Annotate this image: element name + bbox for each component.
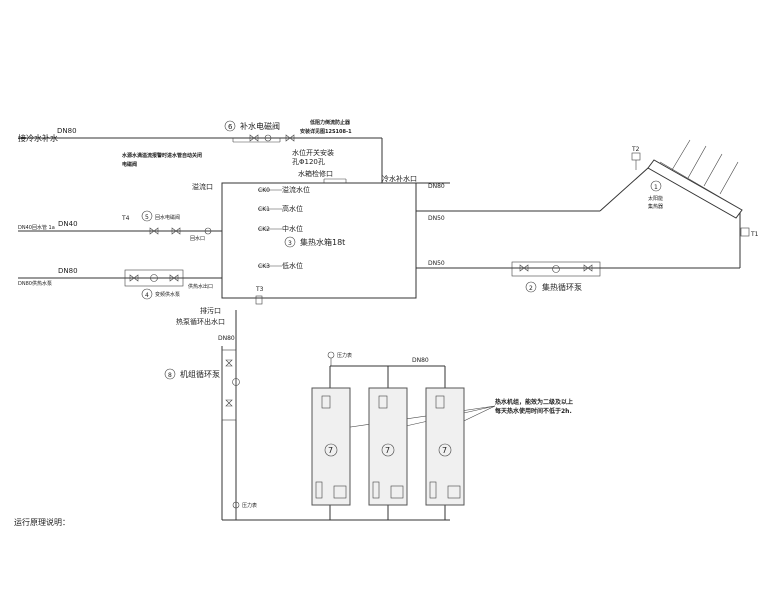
backflow-note-line2: 安装详见图12S108-1 — [300, 128, 352, 135]
gauge-icon — [232, 501, 240, 509]
cold-fill-port-label: 冷水补水口 — [382, 174, 417, 183]
backflow-note-line1: 低阻力倒流防止器 — [309, 119, 351, 126]
heater-note-line1: 热水机组，能效为二级及以上 — [495, 398, 573, 406]
pump2-label: 集热循环泵 — [542, 282, 582, 292]
heater-number-1: 7 — [328, 446, 333, 455]
auto-close-note-line1: 水源水满溢流报警时进水管自动关闭 — [121, 152, 202, 159]
pump2-number: 2 — [529, 285, 533, 292]
collector-number: 1 — [654, 184, 658, 191]
switch-install-label: 水位开关安装 — [292, 148, 334, 157]
valve6-number: 6 — [228, 123, 233, 131]
left-line-a-label: DN40回水管 1a — [18, 224, 55, 231]
dn50-lower-label: DN50 — [428, 260, 445, 267]
drain-port-label: 排污口 — [200, 306, 221, 315]
heat-pump-unit-3 — [425, 387, 465, 506]
gauge-icon — [327, 351, 335, 359]
left-line-b-label: DN80供热水泵 — [18, 280, 52, 287]
auto-close-note-line2: 电磁阀 — [122, 161, 137, 168]
valve-symbols — [129, 134, 593, 509]
gauge-b-label: 压力表 — [242, 502, 257, 509]
return-port-label: 回水口 — [190, 235, 205, 242]
heater-number-2: 7 — [385, 446, 390, 455]
circ5-number: 5 — [145, 214, 149, 221]
solar-collector — [631, 139, 750, 237]
dn80-vertical-label: DN80 — [218, 335, 235, 342]
dn80-supply-label: DN80 — [58, 267, 78, 275]
t4-sensor-label: T4 — [121, 215, 130, 222]
cold-supply-label: 接冷水补水 — [18, 133, 58, 143]
low-level-label: 低水位 — [282, 261, 303, 270]
overflow-port-label: 溢流口 — [192, 182, 213, 191]
heat-pump-unit-2 — [368, 387, 408, 506]
pump8-label: 机组循环泵 — [180, 369, 220, 379]
pump4-number: 4 — [145, 292, 149, 299]
pump4-label: 变频供水泵 — [155, 291, 180, 298]
collector-label-line1: 太阳能 — [648, 195, 663, 202]
hot-supply-port-label: 供热水出口 — [188, 283, 213, 290]
piping — [18, 137, 741, 521]
operation-principle-heading: 运行原理说明： — [14, 517, 70, 527]
gauge-a-label: 压力表 — [337, 352, 352, 359]
dn50-upper-label: DN50 — [428, 215, 445, 222]
dn80-tank-label: DN80 — [428, 183, 445, 190]
ck3-label: CK3 — [258, 263, 270, 270]
ck1-label: CK1 — [258, 206, 270, 213]
dn40-label: DN40 — [58, 220, 78, 228]
switch-hole-label: 孔Φ120孔 — [292, 158, 325, 166]
dn80-cold-label: DN80 — [57, 127, 77, 135]
t1-sensor-label: T1 — [750, 231, 759, 238]
ck0-label: CK0 — [258, 187, 270, 194]
t3-sensor-label: T3 — [255, 286, 264, 293]
ck2-label: CK2 — [258, 226, 270, 233]
heater-note-line2: 每天热水使用时间不低于2h. — [494, 407, 572, 415]
pump8-number: 8 — [168, 372, 172, 379]
valve6-label: 补水电磁阀 — [240, 121, 280, 131]
hp-return-port-label: 热泵循环出水口 — [176, 317, 225, 326]
tank-name-label: 集热水箱18t — [300, 237, 345, 247]
heater-number-3: 7 — [442, 446, 447, 455]
circ5-label: 回水电磁阀 — [155, 214, 180, 221]
overflow-level-label: 溢流水位 — [282, 185, 310, 194]
collector-tank — [221, 182, 417, 299]
t2-sensor-label: T2 — [631, 146, 640, 153]
collector-label-line2: 集热器 — [648, 203, 663, 210]
heat-pump-unit-1 — [311, 387, 351, 506]
tank-number: 3 — [288, 240, 292, 247]
high-level-label: 高水位 — [282, 204, 303, 213]
dn80-bottom-label: DN80 — [412, 357, 429, 364]
mid-level-label: 中水位 — [282, 224, 303, 233]
maint-port-label: 水箱检修口 — [298, 169, 333, 178]
